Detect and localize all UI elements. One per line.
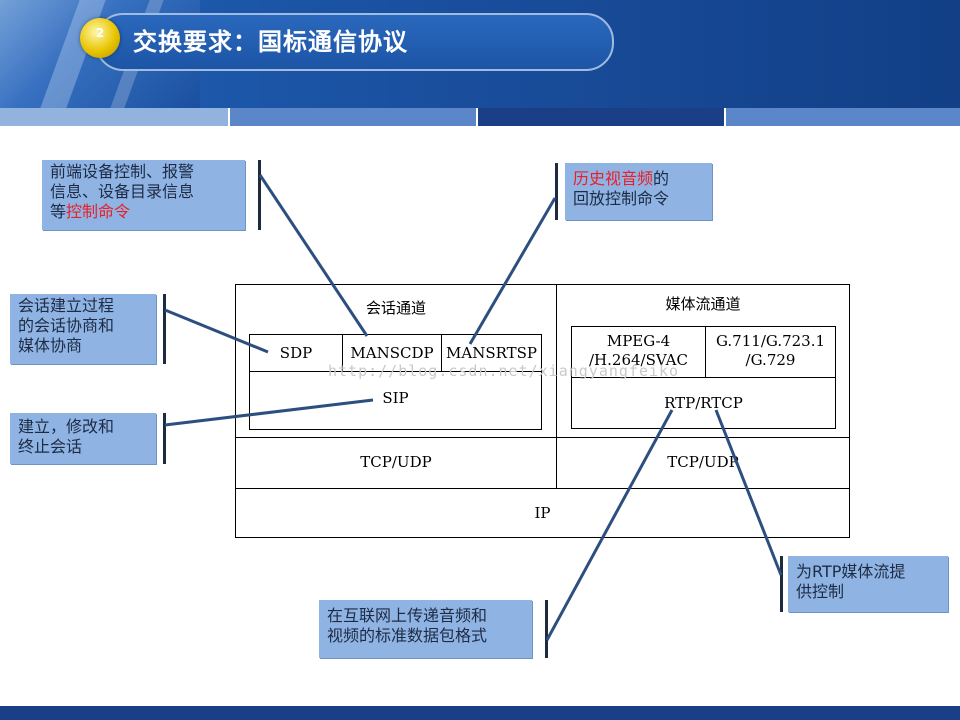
callout-rtcp-control: 为RTP媒体流提 供控制	[788, 556, 948, 612]
header-stripe	[726, 108, 960, 126]
callout-bar	[258, 160, 261, 230]
sip-label: SIP	[382, 389, 409, 407]
slide-number: 2	[95, 26, 105, 40]
video-codec-text: MPEG-4	[606, 332, 671, 350]
header-stripe	[230, 108, 476, 126]
header-stripe	[478, 108, 724, 126]
manscdp-cell	[342, 334, 442, 372]
connector-line	[714, 409, 783, 576]
callout-bar	[163, 294, 166, 364]
callout-bar	[780, 556, 783, 612]
tcp-udp-right-cell	[556, 437, 850, 489]
callout-session-setup: 建立，修改和 终止会话	[10, 413, 156, 464]
callout-highlight: 历史视音频	[573, 169, 654, 188]
connector-line	[164, 308, 269, 354]
audio-codec-text: /G.729	[745, 351, 796, 369]
sdp-label: SDP	[279, 344, 313, 362]
tcp-udp-right-label: TCP/UDP	[667, 453, 739, 471]
media-channel-label: 媒体流通道	[665, 295, 741, 313]
slide-number-badge: 2	[80, 18, 120, 58]
callout-highlight: 控制命令	[66, 202, 131, 221]
rtp-rtcp-label: RTP/RTCP	[664, 394, 743, 412]
callout-text: 等控制命令	[50, 202, 237, 222]
audio-codec-text: G.711/G.723.1	[715, 332, 826, 350]
callout-history-playback: 历史视音频的 回放控制命令	[565, 163, 712, 220]
callout-text: 在互联网上传递音频和	[327, 606, 488, 625]
slide-title: 交换要求：国标通信协议	[133, 28, 408, 56]
callout-bar	[163, 413, 166, 464]
callout-bar	[545, 600, 548, 658]
callout-text: 回放控制命令	[573, 189, 670, 208]
callout-rtp-packet-format: 在互联网上传递音频和 视频的标准数据包格式	[319, 600, 532, 658]
session-channel-label: 会话通道	[365, 299, 426, 317]
connector-line	[258, 174, 369, 337]
callout-text: 的	[653, 169, 670, 188]
connector-line	[468, 197, 557, 345]
connector-line	[164, 398, 374, 427]
ip-cell	[235, 488, 850, 538]
callout-session-negotiation: 会话建立过程 的会话协商和 媒体协商	[10, 294, 156, 364]
callout-text: 视频的标准数据包格式	[327, 626, 488, 645]
callout-text: 媒体协商	[18, 336, 83, 355]
callout-text: 建立，修改和	[18, 417, 115, 436]
video-codec-label: MPEG-4 /H.264/SVAC	[571, 332, 706, 370]
tcp-udp-left-cell	[235, 437, 557, 489]
callout-text: 供控制	[796, 582, 845, 601]
ip-label: IP	[534, 504, 551, 522]
header-stripe	[0, 108, 228, 126]
slide-footer	[0, 706, 960, 720]
sdp-cell	[249, 334, 343, 372]
callout-text: 为RTP媒体流提	[796, 562, 906, 581]
callout-text: 信息、设备目录信息	[50, 182, 195, 201]
audio-codec-label: G.711/G.723.1 /G.729	[705, 332, 836, 370]
callout-text: 会话建立过程	[18, 296, 115, 315]
connector-line	[545, 409, 674, 641]
rtp-rtcp-cell	[571, 377, 836, 429]
callout-text: 等	[50, 202, 67, 221]
watermark: http://blog.csdn.net/xiangyangfeiko	[328, 362, 680, 380]
callout-control-commands: 前端设备控制、报警 信息、设备目录信息 等控制命令	[42, 160, 245, 230]
callout-text: 前端设备控制、报警	[50, 162, 195, 181]
callout-text: 的会话协商和	[18, 316, 115, 335]
sip-cell	[249, 371, 542, 430]
callout-bar	[555, 163, 558, 220]
mansrtsp-cell	[441, 334, 542, 372]
callout-text: 终止会话	[18, 437, 83, 456]
callout-text: 历史视音频的	[573, 169, 704, 189]
mansrtsp-label: MANSRTSP	[446, 344, 537, 362]
tcp-udp-left-label: TCP/UDP	[360, 453, 432, 471]
manscdp-label: MANSCDP	[350, 344, 434, 362]
video-codec-text: /H.264/SVAC	[589, 351, 688, 369]
